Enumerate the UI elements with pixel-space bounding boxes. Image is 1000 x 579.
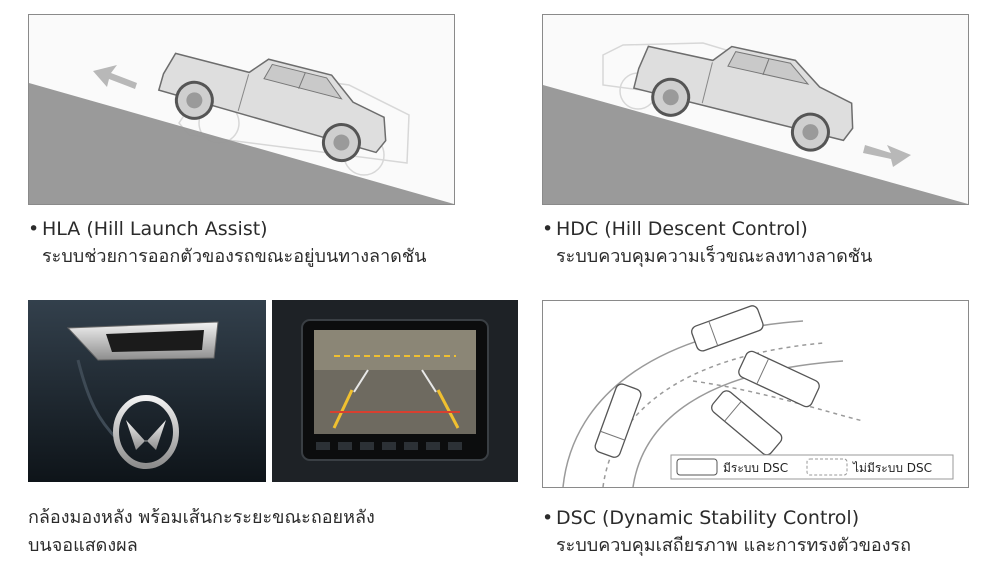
bullet: • — [542, 507, 554, 529]
bullet: • — [542, 218, 554, 240]
hla-caption: •HLA (Hill Launch Assist) ระบบช่วยการออก… — [28, 215, 426, 271]
car-with-dsc — [738, 350, 820, 408]
mazda-logo-icon — [113, 395, 179, 469]
hdc-caption: •HDC (Hill Descent Control) ระบบควบคุมคว… — [542, 215, 872, 271]
hla-title: •HLA (Hill Launch Assist) — [28, 215, 426, 243]
camera-description-line1: กล้องมองหลัง พร้อมเส้นกะระยะขณะถอยหลัง — [28, 507, 375, 528]
dsc-title: •DSC (Dynamic Stability Control) — [542, 504, 911, 532]
downhill-slope — [543, 85, 968, 204]
direction-arrow-icon — [93, 65, 137, 89]
rear-camera-display-photo — [272, 300, 518, 482]
hdc-illustration — [542, 14, 969, 205]
hdc-description: ระบบควบคุมความเร็วขณะลงทางลาดชัน — [556, 246, 873, 267]
car-without-dsc-1 — [691, 305, 764, 352]
dsc-illustration: มีระบบ DSC ไม่มีระบบ DSC — [542, 300, 969, 488]
legend-with-dsc: มีระบบ DSC — [723, 461, 789, 475]
legend-without-dsc: ไม่มีระบบ DSC — [853, 461, 933, 475]
parking-guidelines — [330, 355, 460, 429]
hdc-title: •HDC (Hill Descent Control) — [542, 215, 872, 243]
car-without-dsc-2 — [711, 390, 783, 456]
dsc-description: ระบบควบคุมเสถียรภาพ และการทรงตัวของรถ — [556, 535, 912, 556]
pickup-truck — [157, 52, 387, 163]
hla-illustration — [28, 14, 455, 205]
pickup-truck — [632, 45, 854, 152]
direction-arrow-icon — [863, 145, 911, 167]
tailgate-camera-photo — [28, 300, 266, 482]
car-entering-curve — [594, 383, 642, 458]
legend-box — [670, 454, 954, 480]
dsc-caption: •DSC (Dynamic Stability Control) ระบบควบ… — [542, 504, 911, 560]
uphill-slope — [29, 83, 454, 204]
camera-caption: กล้องมองหลัง พร้อมเส้นกะระยะขณะถอยหลัง บ… — [28, 504, 375, 560]
hla-description: ระบบช่วยการออกตัวของรถขณะอยู่บนทางลาดชัน — [42, 246, 427, 267]
bullet: • — [28, 218, 40, 240]
camera-description-line2: บนจอแสดงผล — [28, 535, 138, 556]
display-buttons — [316, 442, 462, 450]
